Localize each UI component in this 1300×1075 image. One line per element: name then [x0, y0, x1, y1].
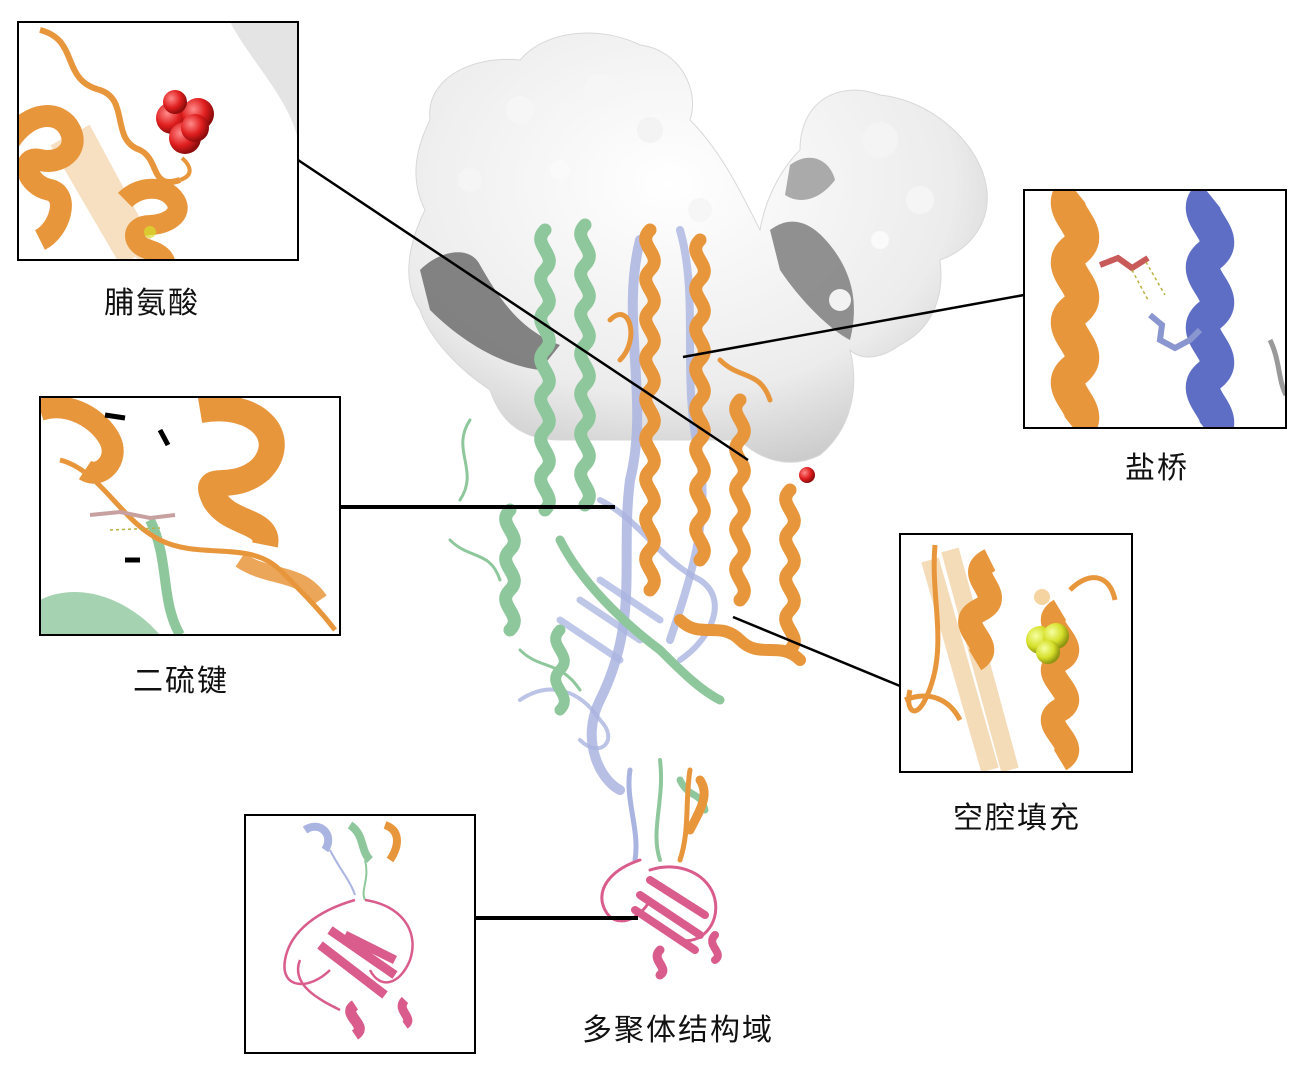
- label-cavity-filling: 空腔填充: [953, 801, 1081, 836]
- proline-spheres: [156, 90, 214, 154]
- inset-proline: [17, 21, 299, 261]
- proline-sphere: [799, 467, 815, 483]
- line-salt-bridge: [682, 293, 1025, 359]
- connector-lines: [297, 158, 1025, 920]
- orange-protomer: [607, 223, 806, 835]
- label-salt-bridge: 盐桥: [1125, 451, 1189, 486]
- central-protein-structure: [408, 32, 988, 980]
- cavity-spheres: [1026, 623, 1069, 664]
- label-proline: 脯氨酸: [104, 286, 200, 321]
- stalk: [626, 758, 693, 863]
- inset-cavity-filling: [899, 533, 1133, 773]
- line-cavity: [732, 615, 901, 688]
- trimerization-domain-main: [600, 858, 722, 980]
- inset-disulfide: [39, 396, 341, 636]
- label-disulfide: 二硫键: [133, 664, 229, 699]
- line-proline: [297, 158, 749, 462]
- inset-salt-bridge: [1023, 189, 1287, 429]
- green-protomer: [448, 218, 725, 814]
- label-trimerization-domain: 多聚体结构域: [582, 1013, 774, 1048]
- inset-trimerization: [244, 814, 476, 1054]
